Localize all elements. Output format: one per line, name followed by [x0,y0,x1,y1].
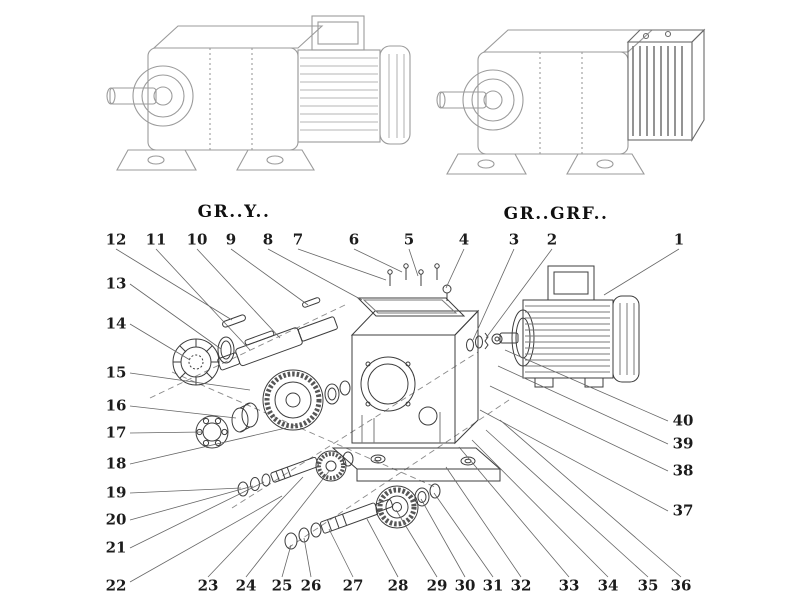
callout-33: 33 [558,576,580,595]
model-label-gr-grf: GR..GRF.. [503,204,609,224]
motor-fan-cowl [612,295,640,383]
callout-4: 4 [458,230,470,249]
spring [484,332,489,350]
retaining-ring [217,336,235,364]
callout-11: 11 [145,230,167,249]
callout-30: 30 [454,576,476,595]
callout-35: 35 [637,576,659,595]
callout-24: 24 [235,576,257,595]
callout-6: 6 [348,230,360,249]
large-gear [262,369,351,431]
callout-7: 7 [292,230,304,249]
top-cover-and-bolts [356,263,466,317]
callout-20: 20 [105,510,127,529]
callout-15: 15 [105,363,127,382]
callout-9: 9 [225,230,237,249]
motor-fins [300,57,378,131]
motor-terminal-box [547,265,595,301]
leader-lines [115,248,682,583]
assembled-unit-gr-grf [436,28,706,175]
callout-19: 19 [105,483,127,502]
callout-12: 12 [105,230,127,249]
callout-8: 8 [262,230,274,249]
shaft-key [222,314,246,328]
motor-shaft [499,332,519,344]
callout-37: 37 [672,501,694,520]
callout-29: 29 [426,576,448,595]
callout-31: 31 [482,576,504,595]
exploded-view [149,263,640,550]
spacer-bushing [231,402,259,433]
electric-motor [499,265,640,388]
callout-23: 23 [197,576,219,595]
callout-5: 5 [403,230,415,249]
callout-18: 18 [105,454,127,473]
fan-cowl [379,45,411,145]
callout-2: 2 [546,230,558,249]
callout-38: 38 [672,461,694,480]
callout-14: 14 [105,314,127,333]
oil-seal [172,338,220,386]
terminal-box [311,15,365,51]
callout-13: 13 [105,274,127,293]
callout-34: 34 [597,576,619,595]
callout-3: 3 [508,230,520,249]
callout-1: 1 [673,230,685,249]
gear-housing [331,309,502,482]
model-label-gr-y: GR..Y.. [197,202,271,222]
callout-10: 10 [186,230,208,249]
output-shaft [217,297,338,371]
callout-25: 25 [271,576,293,595]
input-coupling-parts [466,332,503,352]
callout-22: 22 [105,576,127,595]
lower-shaft-cluster [284,483,441,550]
callout-17: 17 [105,423,127,442]
callout-39: 39 [672,434,694,453]
callout-16: 16 [105,396,127,415]
callout-40: 40 [672,411,694,430]
callout-36: 36 [670,576,692,595]
shaft-key-small [302,297,321,308]
callout-26: 26 [300,576,322,595]
finned-cover [626,28,706,142]
callout-32: 32 [510,576,532,595]
callout-27: 27 [342,576,364,595]
assembled-unit-gr-y [106,15,411,171]
callout-21: 21 [105,538,127,557]
callout-28: 28 [387,576,409,595]
pinion-shaft-cluster [237,450,354,497]
